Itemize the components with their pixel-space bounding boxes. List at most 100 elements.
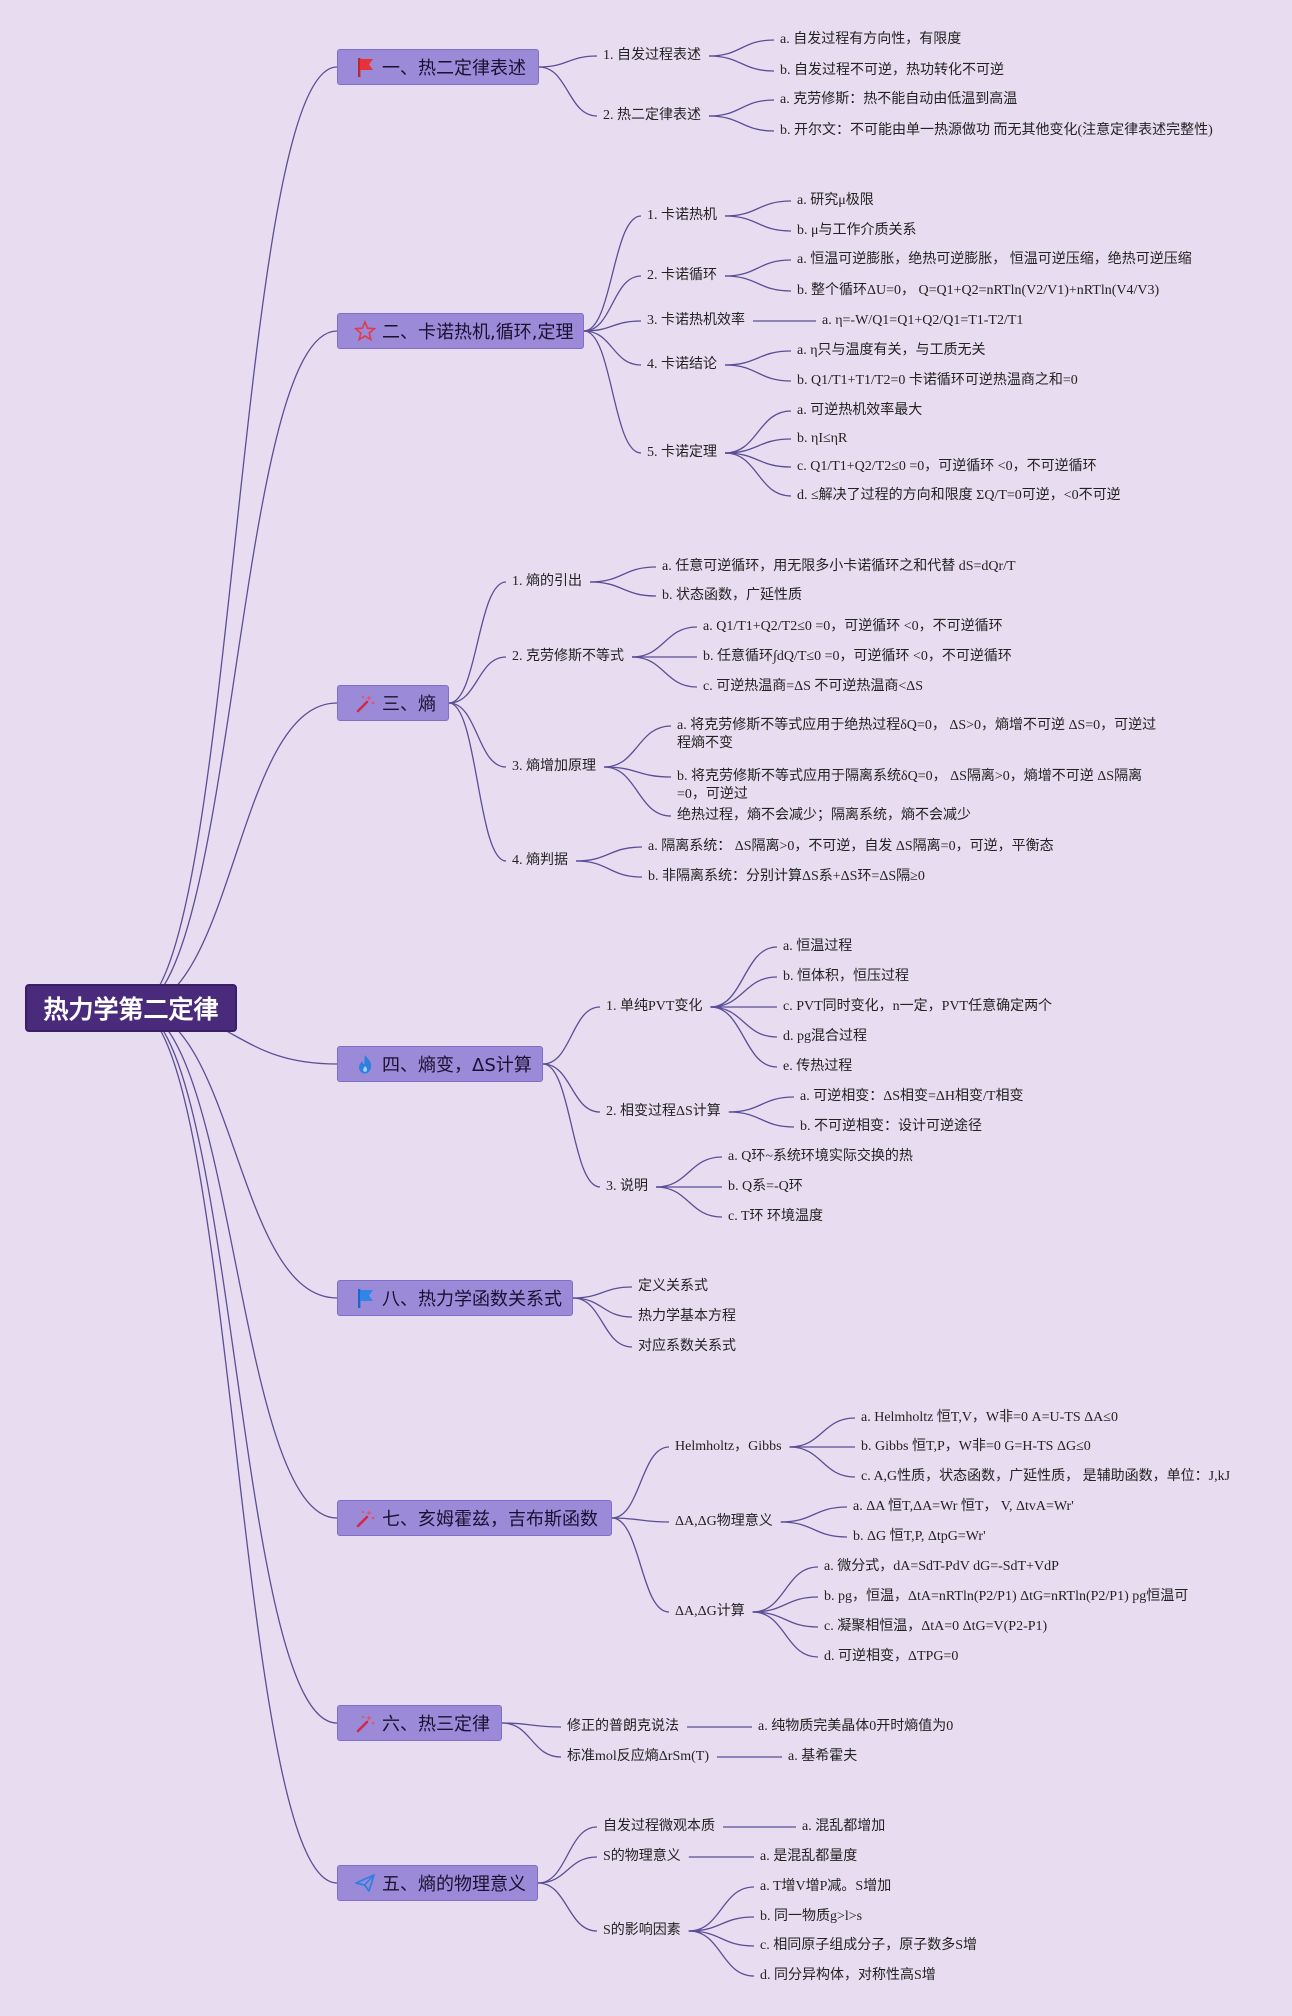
leaf-item[interactable]: a. 可逆相变：ΔS相变=ΔH相变/T相变 — [800, 1089, 1024, 1104]
topic-title: 七、亥姆霍兹，吉布斯函数 — [382, 1509, 598, 1530]
subtopic-label[interactable]: 标准mol反应熵ΔrSm(T) — [567, 1749, 709, 1764]
subtopic-label[interactable]: 3. 说明 — [606, 1179, 648, 1194]
leaf-item[interactable]: a. Q环~系统环境实际交换的热 — [728, 1149, 913, 1164]
leaf-item[interactable]: b. Q系=-Q环 — [728, 1179, 803, 1194]
leaf-item[interactable]: a. 隔离系统： ΔS隔离>0，不可逆，自发 ΔS隔离=0，可逆，平衡态 — [648, 839, 1054, 854]
topic-s4[interactable]: 四、熵变，ΔS计算 — [337, 1046, 543, 1082]
leaf-line — [724, 452, 792, 497]
leaf-item[interactable]: a. ΔA 恒T,ΔA=Wr 恒T， V, ΔtvA=Wr' — [853, 1499, 1074, 1514]
leaf-item[interactable]: b. 任意循环∫dQ/T≤0 =0，可逆循环 <0，不可逆循环 — [703, 649, 1012, 664]
leaf-item[interactable]: b. 自发过程不可逆，热功转化不可逆 — [780, 63, 1004, 78]
subtopic-label[interactable]: 1. 单纯PVT变化 — [606, 999, 703, 1014]
subtopic-label[interactable]: ΔA,ΔG计算 — [675, 1604, 745, 1619]
subtopic-label[interactable]: 2. 克劳修斯不等式 — [512, 649, 624, 664]
topic-s8[interactable]: 八、热力学函数关系式 — [337, 1280, 573, 1316]
branch-line — [538, 66, 598, 117]
leaf-item[interactable]: a. 恒温可逆膨胀，绝热可逆膨胀， 恒温可逆压缩，绝热可逆压缩 — [797, 252, 1192, 267]
subtopic-label[interactable]: 定义关系式 — [638, 1279, 708, 1294]
leaf-line — [708, 115, 775, 132]
leaf-item[interactable]: a. 恒温过程 — [783, 939, 853, 954]
topic-s1[interactable]: 一、热二定律表述 — [337, 49, 539, 85]
leaf-item[interactable]: c. PVT同时变化，n一定，PVT任意确定两个 — [783, 999, 1053, 1014]
subtopic-label[interactable]: 1. 自发过程表述 — [603, 48, 701, 63]
subtopic-label[interactable]: 自发过程微观本质 — [603, 1819, 715, 1834]
topic-s6[interactable]: 六、热三定律 — [337, 1705, 502, 1741]
leaf-item[interactable]: a. 可逆热机效率最大 — [797, 403, 923, 418]
leaf-line — [752, 1596, 819, 1613]
leaf-item[interactable]: a. 将克劳修斯不等式应用于绝热过程δQ=0， ΔS>0，熵增不可逆 ΔS=0，… — [677, 718, 1157, 751]
subtopic-label[interactable]: 5. 卡诺定理 — [647, 445, 717, 460]
leaf-line — [724, 275, 792, 292]
leaf-item[interactable]: a. 自发过程有方向性，有限度 — [780, 32, 962, 47]
leaf-item[interactable]: b. Q1/T1+T1/T2=0 卡诺循环可逆热温商之和=0 — [797, 373, 1078, 388]
leaf-item[interactable]: c. T环 环境温度 — [728, 1209, 824, 1224]
root-node[interactable]: 热力学第二定律 — [25, 984, 237, 1032]
leaf-item[interactable]: a. η=-W/Q1=Q1+Q2/Q1=T1-T2/T1 — [822, 313, 1024, 328]
leaf-item[interactable]: c. Q1/T1+Q2/T2≤0 =0，可逆循环 <0，不可逆循环 — [797, 459, 1097, 474]
leaf-item[interactable]: a. 是混乱都量度 — [760, 1849, 858, 1864]
leaf-item[interactable]: d. 同分异构体，对称性高S增 — [760, 1968, 936, 1983]
topic-s7[interactable]: 七、亥姆霍兹，吉布斯函数 — [337, 1500, 612, 1536]
leaf-item[interactable]: b. 开尔文：不可能由单一热源做功 而无其他变化(注意定律表述完整性) — [780, 123, 1213, 138]
subtopic-label[interactable]: S的物理意义 — [603, 1849, 681, 1864]
leaf-item[interactable]: d. 可逆相变，ΔTPG=0 — [824, 1649, 959, 1664]
subtopic-label[interactable]: 修正的普朗克说法 — [567, 1719, 679, 1734]
topic-s5[interactable]: 五、熵的物理意义 — [337, 1865, 538, 1901]
leaf-item[interactable]: c. 可逆热温商=ΔS 不可逆热温商<ΔS — [703, 679, 924, 694]
subtopic-label[interactable]: 4. 卡诺结论 — [647, 357, 717, 372]
leaf-item[interactable]: a. 任意可逆循环，用无限多小卡诺循环之和代替 dS=dQr/T — [662, 559, 1016, 574]
branch-line — [583, 330, 642, 454]
subtopic-label[interactable]: 4. 熵判据 — [512, 853, 568, 868]
leaf-item[interactable]: a. 基希霍夫 — [788, 1749, 858, 1764]
leaf-item[interactable]: a. 克劳修斯：热不能自动由低温到高温 — [780, 92, 1018, 107]
leaf-item[interactable]: a. 混乱都增加 — [802, 1819, 886, 1834]
leaf-line — [603, 725, 672, 768]
leaf-item[interactable]: c. 凝聚相恒温，ΔtA=0 ΔtG=V(P2-P1) — [824, 1619, 1048, 1634]
branch-line — [583, 275, 642, 332]
leaf-item[interactable]: a. T增V增P减。S增加 — [760, 1879, 892, 1894]
leaf-line — [688, 1916, 755, 1932]
leaf-item[interactable]: a. 纯物质完美晶体0开时熵值为0 — [758, 1719, 954, 1734]
root-to-s6-line — [133, 1007, 338, 1724]
subtopic-label[interactable]: 3. 卡诺热机效率 — [647, 313, 745, 328]
subtopic-label[interactable]: 对应系数关系式 — [638, 1339, 736, 1354]
leaf-item[interactable]: b. 非隔离系统：分别计算ΔS系+ΔS环=ΔS隔≥0 — [648, 869, 925, 884]
leaf-item[interactable]: c. A,G性质，状态函数，广延性质， 是辅助函数，单位：J,kJ — [861, 1469, 1231, 1484]
leaf-item[interactable]: c. 相同原子组成分子，原子数多S增 — [760, 1938, 977, 1953]
leaf-line — [655, 1156, 723, 1188]
subtopic-label[interactable]: S的影响因素 — [603, 1923, 681, 1938]
subtopic-label[interactable]: 2. 卡诺循环 — [647, 268, 717, 283]
leaf-item[interactable]: b. 状态函数，广延性质 — [662, 588, 802, 603]
branch-line — [537, 1826, 598, 1884]
leaf-item[interactable]: a. 微分式，dA=SdT-PdV dG=-SdT+VdP — [824, 1559, 1059, 1574]
star-outline-icon — [353, 319, 377, 342]
subtopic-label[interactable]: 3. 熵增加原理 — [512, 759, 596, 774]
subtopic-label[interactable]: 2. 相变过程ΔS计算 — [606, 1104, 721, 1119]
leaf-item[interactable]: d. ≤解决了过程的方向和限度 ΣQ/T=0可逆，<0不可逆 — [797, 488, 1121, 503]
leaf-item[interactable]: b. pg，恒温，ΔtA=nRTln(P2/P1) ΔtG=nRTln(P2/P… — [824, 1589, 1189, 1604]
leaf-item[interactable]: b. 恒体积，恒压过程 — [783, 969, 909, 984]
leaf-item[interactable]: a. Helmholtz 恒T,V，W非=0 A=U-TS ΔA≤0 — [861, 1410, 1118, 1425]
leaf-item[interactable]: a. Q1/T1+Q2/T2≤0 =0，可逆循环 <0，不可逆循环 — [703, 619, 1003, 634]
subtopic-label[interactable]: 热力学基本方程 — [638, 1309, 736, 1324]
subtopic-label[interactable]: Helmholtz，Gibbs — [675, 1439, 782, 1454]
leaf-item[interactable]: d. pg混合过程 — [783, 1029, 867, 1044]
leaf-item[interactable]: a. η只与温度有关，与工质无关 — [797, 343, 986, 358]
topic-s3[interactable]: 三、熵 — [337, 685, 449, 721]
leaf-item[interactable]: 绝热过程，熵不会减少；隔离系统，熵不会减少 — [677, 808, 971, 823]
leaf-item[interactable]: e. 传热过程 — [783, 1059, 853, 1074]
subtopic-label[interactable]: 1. 熵的引出 — [512, 574, 582, 589]
leaf-item[interactable]: b. 不可逆相变：设计可逆途径 — [800, 1119, 982, 1134]
leaf-item[interactable]: a. 研究μ极限 — [797, 193, 874, 208]
topic-s2[interactable]: 二、卡诺热机,循环,定理 — [337, 313, 584, 349]
leaf-item[interactable]: b. 同一物质g>l>s — [760, 1909, 863, 1924]
subtopic-label[interactable]: ΔA,ΔG物理意义 — [675, 1514, 773, 1529]
leaf-item[interactable]: b. Gibbs 恒T,P，W非=0 G=H-TS ΔG≤0 — [861, 1439, 1091, 1454]
leaf-item[interactable]: b. 将克劳修斯不等式应用于隔离系统δQ=0， ΔS隔离>0，熵增不可逆 ΔS隔… — [677, 769, 1143, 802]
subtopic-label[interactable]: 2. 热二定律表述 — [603, 108, 701, 123]
leaf-item[interactable]: b. ΔG 恒T,P, ΔtpG=Wr' — [853, 1529, 986, 1544]
leaf-item[interactable]: b. 整个循环ΔU=0， Q=Q1+Q2=nRTln(V2/V1)+nRTln(… — [797, 283, 1160, 298]
leaf-item[interactable]: b. μ与工作介质关系 — [797, 223, 917, 238]
leaf-item[interactable]: b. ηI≤ηR — [797, 431, 848, 446]
subtopic-label[interactable]: 1. 卡诺热机 — [647, 208, 717, 223]
